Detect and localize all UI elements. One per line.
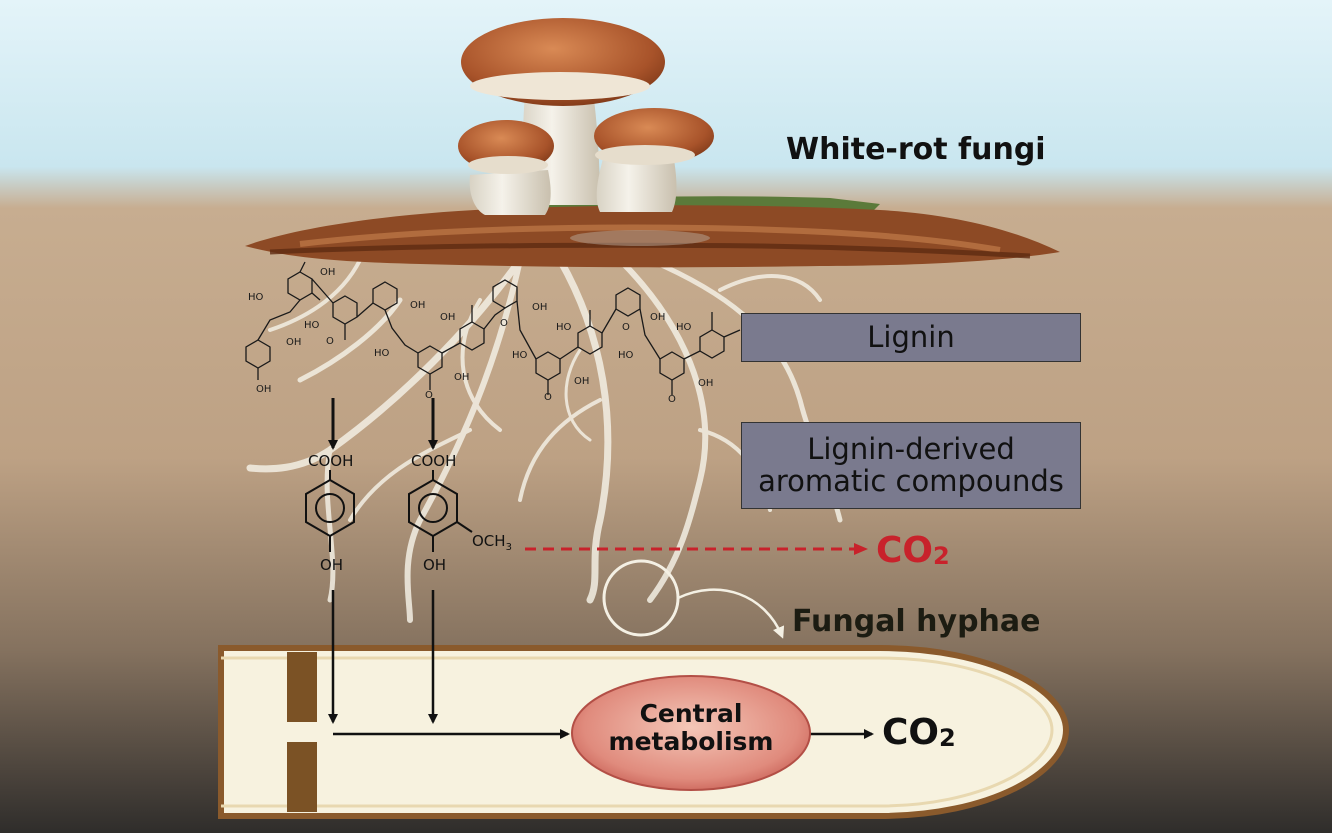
lignin-group: O [544, 392, 552, 403]
derived-label-line1: Lignin-derived [807, 431, 1015, 466]
acid2-methoxy-index: 3 [505, 542, 512, 553]
acid2-top-group: COOH [411, 452, 457, 470]
mushroom-cluster-icon [458, 18, 714, 215]
co2-black-label: CO2 [882, 712, 956, 753]
acid2-bottom-group: OH [423, 556, 447, 574]
lignin-group: OH [454, 372, 469, 383]
central-line1: Central [639, 699, 743, 728]
degradation-arrows [328, 398, 438, 450]
lignin-group: HO [304, 320, 320, 331]
lignin-group: O [326, 336, 334, 347]
co2-black-sub: 2 [939, 724, 956, 752]
lignin-group: OH [440, 312, 455, 323]
co2-red-label: CO2 [876, 530, 950, 571]
lignin-group: OH [532, 302, 547, 313]
central-line2: metabolism [608, 727, 774, 756]
lignin-group: HO [512, 350, 528, 361]
acid1-bottom-group: OH [320, 556, 344, 574]
lignin-group: O [425, 390, 433, 401]
arrow-to-hyphae [677, 588, 785, 639]
lignin-group: OH [410, 300, 425, 311]
lignin-group: OH [320, 267, 335, 278]
lignin-group: HO [676, 322, 692, 333]
benzene-ring-icon [408, 470, 473, 552]
lignin-group: HO [248, 292, 264, 303]
lignin-group: OH [574, 376, 589, 387]
central-metabolism-node [571, 675, 811, 791]
lignin-label-box: Lignin [741, 313, 1081, 362]
lignin-group: OH [650, 312, 665, 323]
septum-top [287, 652, 317, 722]
lignin-label: Lignin [867, 319, 955, 354]
lignin-polymer [245, 261, 741, 395]
lignin-group: HO [374, 348, 390, 359]
uptake-arrows [328, 590, 874, 739]
lignin-group: OH [256, 384, 271, 395]
acid2-methoxy-main: OCH [472, 532, 506, 550]
derived-compounds-box: Lignin-derived aromatic compounds [741, 422, 1081, 509]
benzene-ring-icon [305, 470, 355, 552]
co2-black-main: CO [882, 712, 940, 753]
lignin-groups: OH HO OH HO OH OH HO OH OH HO OH HO OH H… [248, 267, 713, 405]
septum-bottom [287, 742, 317, 812]
hyphae-label: Fungal hyphae [792, 604, 1041, 639]
lignin-group: O [668, 394, 676, 405]
acid2-methoxy-group: OCH3 [472, 532, 512, 553]
diagram-title: White-rot fungi [786, 132, 1046, 167]
lignin-group: O [500, 318, 508, 329]
lignin-group: HO [618, 350, 634, 361]
lignin-group: OH [698, 378, 713, 389]
lignin-group: O [622, 322, 630, 333]
lignin-group: HO [556, 322, 572, 333]
co2-red-sub: 2 [933, 542, 950, 570]
acid1-top-group: COOH [308, 452, 354, 470]
lignin-group: OH [286, 337, 301, 348]
derived-label-line2: aromatic compounds [758, 463, 1064, 498]
central-metabolism-label: Central metabolism [572, 700, 810, 756]
co2-red-main: CO [876, 530, 934, 571]
